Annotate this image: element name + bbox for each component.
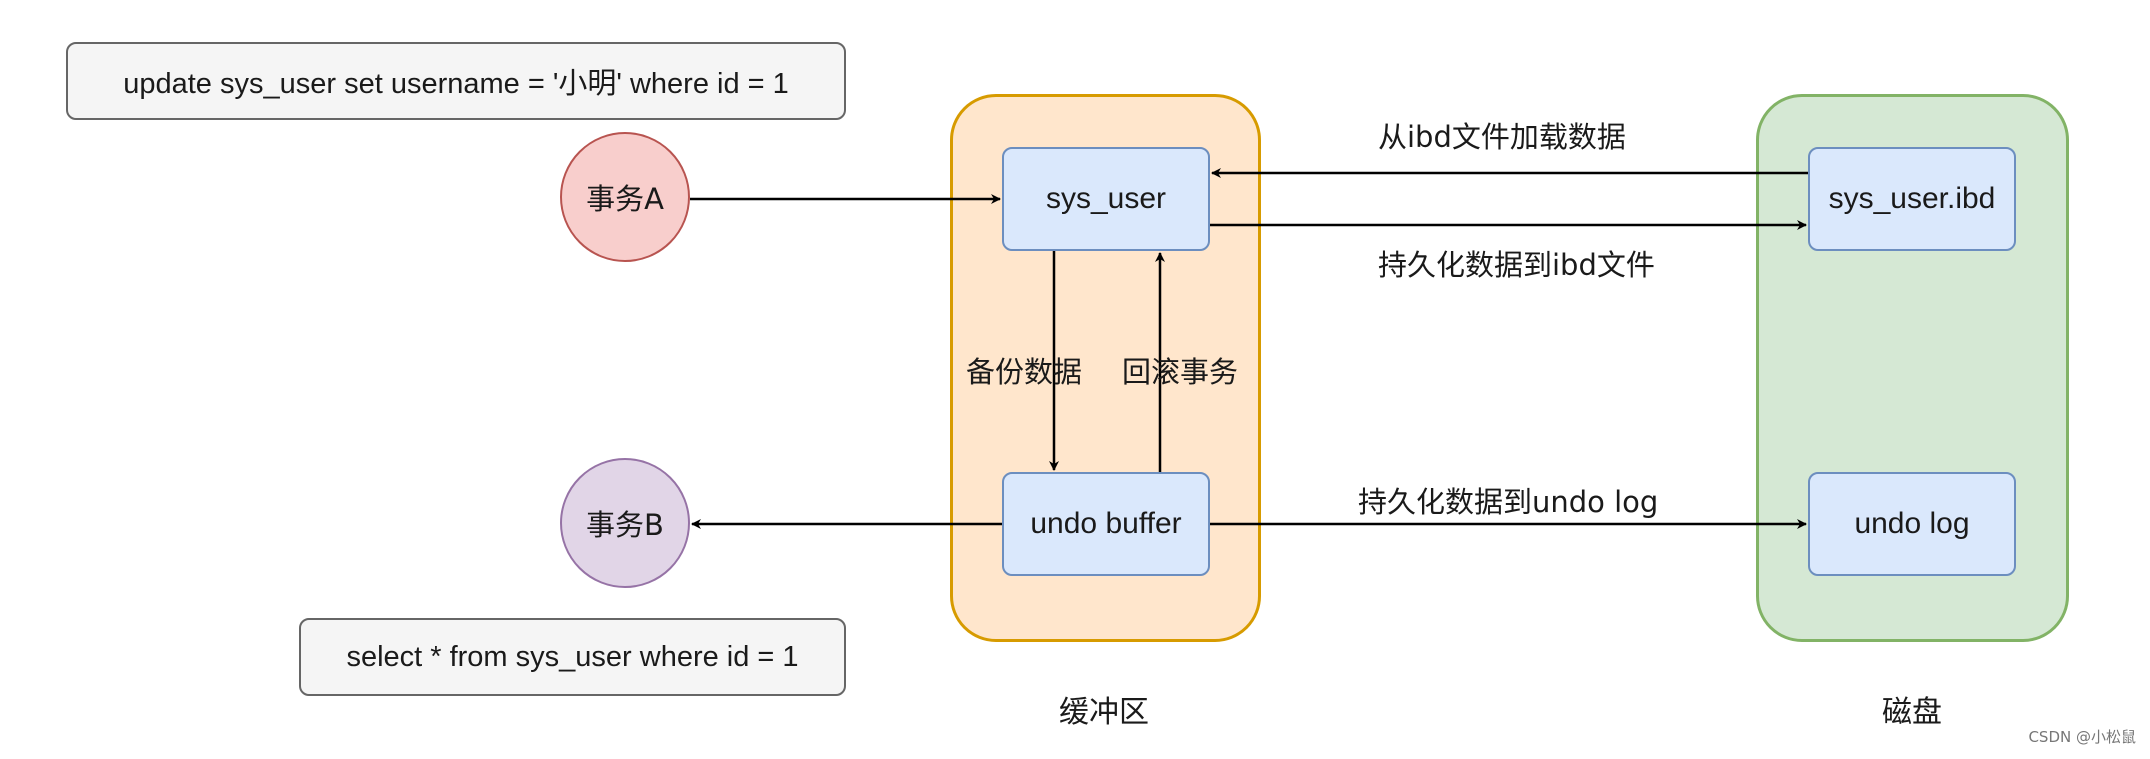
transaction-a-node: 事务A <box>560 132 690 262</box>
select-sql-box: select * from sys_user where id = 1 <box>299 618 846 696</box>
watermark: CSDN @小松鼠 <box>2028 728 2136 746</box>
edge-label-load-from-ibd: 从ibd文件加载数据 <box>1378 120 1626 154</box>
edge-label-persist-to-undo-log: 持久化数据到undo log <box>1358 485 1659 519</box>
edge-label-backup: 备份数据 <box>966 355 1083 389</box>
edge-label-rollback: 回滚事务 <box>1122 355 1239 389</box>
buffer-caption: 缓冲区 <box>1059 695 1149 730</box>
disk-caption: 磁盘 <box>1882 695 1942 730</box>
sys-user-ibd-node: sys_user.ibd <box>1808 147 2016 251</box>
update-sql-box: update sys_user set username = '小明' wher… <box>66 42 846 120</box>
transaction-b-node: 事务B <box>560 458 690 588</box>
sys-user-buffer-node: sys_user <box>1002 147 1210 251</box>
undo-buffer-node: undo buffer <box>1002 472 1210 576</box>
undo-log-node: undo log <box>1808 472 2016 576</box>
edge-label-persist-to-ibd: 持久化数据到ibd文件 <box>1378 248 1655 282</box>
